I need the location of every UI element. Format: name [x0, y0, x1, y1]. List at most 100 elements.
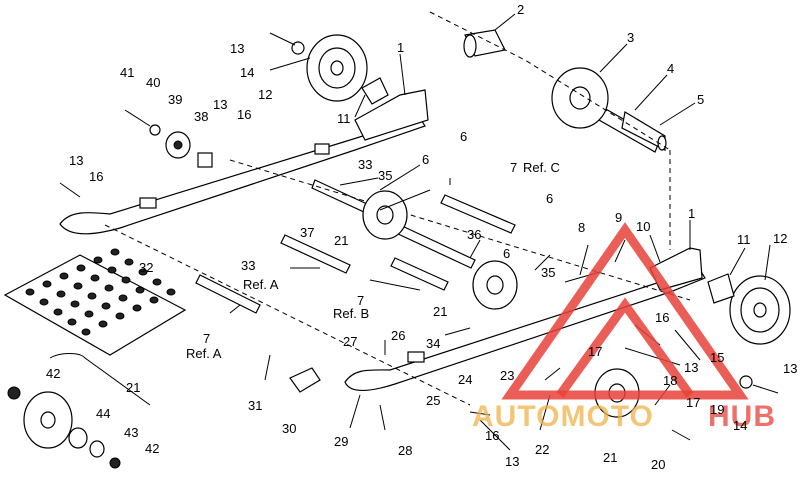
callout-22: 22 — [535, 442, 549, 457]
track-clip-stud — [93, 256, 103, 264]
callout-6c: 6 — [546, 191, 553, 206]
callout-18: 18 — [663, 373, 677, 388]
left-rail-bracket-rear — [314, 143, 330, 155]
track-clip-stud — [149, 296, 159, 304]
callout-37: 37 — [300, 225, 314, 240]
callout-43: 43 — [124, 425, 138, 440]
track-clip-stud — [110, 248, 120, 256]
ref-a-lower-label: Ref. A — [186, 346, 222, 361]
callout-16d: 16 — [655, 310, 669, 325]
shaft-7-ref-c — [440, 194, 516, 234]
shaft-7-ref-b — [390, 257, 449, 291]
track-clip-stud — [56, 290, 66, 298]
callout-1: 1 — [397, 40, 404, 55]
callout-24: 24 — [458, 372, 472, 387]
automotohub-watermark-logo — [501, 222, 749, 400]
callout-39: 39 — [168, 92, 182, 107]
callout-13d: 13 — [505, 454, 519, 469]
callout-21b: 21 — [433, 304, 447, 319]
track-clip-stud — [42, 280, 52, 288]
callout-17b: 17 — [686, 395, 700, 410]
ref-a-upper-label: Ref. A — [243, 277, 279, 292]
track-clip-stud — [84, 310, 94, 318]
callout-5: 5 — [697, 92, 704, 107]
callout-25: 25 — [426, 393, 440, 408]
watermark-brand-left: AUTOMOTO — [472, 400, 654, 433]
track-clip-stud — [104, 284, 114, 292]
wheel-3 — [551, 67, 609, 129]
track-clip-stud — [73, 282, 83, 290]
axis-line-mid — [229, 159, 691, 301]
callout-7-ref-a: 7 — [203, 331, 210, 346]
axis-line-upper — [429, 11, 671, 151]
callout-34: 34 — [426, 336, 440, 351]
callout-13f: 13 — [783, 361, 797, 376]
track-clip-stud — [70, 300, 80, 308]
watermark-brand-right: HUB — [708, 400, 776, 433]
callout-19: 19 — [710, 402, 724, 417]
callout-31: 31 — [248, 398, 262, 413]
callout-14: 14 — [240, 65, 254, 80]
callout-13: 13 — [230, 41, 244, 56]
track-clip-stud — [166, 288, 176, 296]
callout-4: 4 — [667, 61, 674, 76]
clip-30 — [289, 367, 321, 393]
callout-15: 15 — [710, 350, 724, 365]
left-rail-upper-frame — [354, 89, 429, 141]
callout-13b: 13 — [213, 97, 227, 112]
washer-14-right — [739, 375, 753, 389]
callout-26: 26 — [391, 328, 405, 343]
callout-1b: 1 — [688, 206, 695, 221]
callout-21: 21 — [334, 233, 348, 248]
callout-9: 9 — [615, 210, 622, 225]
wheel-12-right — [729, 275, 791, 345]
callout-14b: 14 — [733, 418, 747, 433]
track-clip-stud — [98, 320, 108, 328]
callout-33b: 33 — [241, 258, 255, 273]
wheel-assembly-21 — [7, 386, 121, 469]
track-clip-stud — [39, 298, 49, 306]
left-rail-bracket — [139, 197, 157, 209]
callout-3: 3 — [627, 30, 634, 45]
wheel-21-upper — [362, 190, 408, 240]
track-clip-stud — [25, 288, 35, 296]
shaft-33-ref-a — [280, 234, 351, 274]
bracket-21-group — [49, 353, 151, 406]
track-clip-stud — [81, 328, 91, 336]
track-clip-stud — [87, 292, 97, 300]
callout-labels: 1 2 3 4 5 13 14 12 11 41 40 39 13 38 16 … — [46, 2, 797, 472]
shaft-2 — [463, 29, 506, 58]
ref-b-label: Ref. B — [333, 306, 369, 321]
callout-27: 27 — [343, 334, 357, 349]
track-clip-stud — [138, 268, 148, 276]
callout-8: 8 — [578, 220, 585, 235]
callout-32: 32 — [139, 260, 153, 275]
callout-36: 36 — [467, 227, 481, 242]
callout-23: 23 — [500, 368, 514, 383]
callout-38: 38 — [194, 109, 208, 124]
wheel-12-left — [306, 34, 368, 102]
track-clip-stud — [118, 294, 128, 302]
track-clip-stud — [135, 286, 145, 294]
track-clip-stud — [76, 264, 86, 272]
callout-40: 40 — [146, 75, 160, 90]
track-clip-stud — [53, 308, 63, 316]
callout-11: 11 — [337, 111, 351, 126]
washer-40 — [149, 124, 161, 136]
spacer-11-left — [361, 77, 389, 105]
callout-6: 6 — [422, 152, 429, 167]
callout-10: 10 — [636, 219, 650, 234]
callout-30: 30 — [282, 421, 296, 436]
track-clip-stud — [59, 272, 69, 280]
callout-17: 17 — [588, 344, 602, 359]
track-clip-stud — [90, 274, 100, 282]
bolts — [59, 32, 779, 441]
washer-14-upper — [291, 41, 305, 55]
wheel-21-middle — [472, 260, 518, 310]
callout-21c: 21 — [126, 380, 140, 395]
callout-35: 35 — [378, 168, 392, 183]
shaft-7-ref-a — [195, 274, 261, 314]
track-clip-stud — [107, 266, 117, 274]
